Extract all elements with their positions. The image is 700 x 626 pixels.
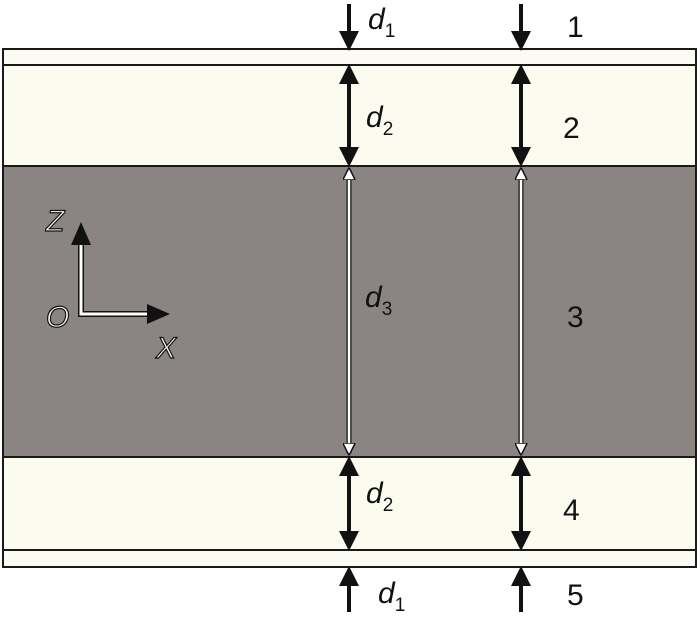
axis-lines [79, 232, 154, 316]
layer-5-label: 5 [567, 579, 584, 612]
layer-4-label: 4 [563, 494, 580, 527]
bottom-d1-label: d1 [378, 577, 405, 616]
bottom-d2-label: d2 [366, 477, 393, 516]
origin-label: O [46, 301, 69, 334]
d3-label: d3 [365, 281, 392, 320]
layer-5 [2, 549, 697, 568]
layer-3-label: 3 [567, 301, 584, 334]
z-axis-arrowhead [71, 222, 91, 245]
layer-2-label: 2 [563, 112, 580, 145]
x-axis-label: X [155, 332, 177, 365]
top-d2-label: d2 [366, 101, 393, 140]
z-axis-label: Z [45, 205, 66, 238]
layer-1 [2, 48, 697, 66]
layer-1-label: 1 [567, 11, 584, 44]
top-d1-label: d1 [368, 3, 395, 42]
coordinate-axes: Z O X [44, 204, 177, 365]
x-axis-arrowhead [147, 304, 170, 324]
